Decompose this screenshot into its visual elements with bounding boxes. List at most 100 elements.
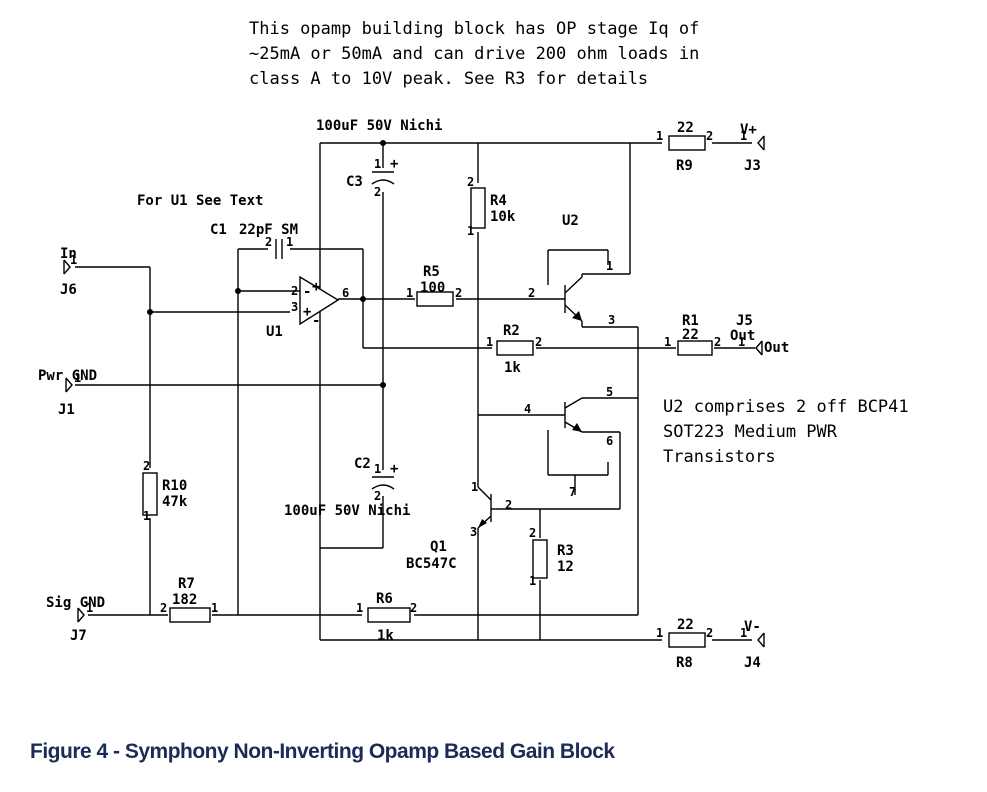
svg-text:2: 2 [505, 498, 512, 512]
q1-transistor: 1 2 3 Q1 BC547C [406, 480, 512, 572]
svg-text:6: 6 [606, 434, 613, 448]
c1-label: C1 [210, 222, 227, 238]
j5-net: Out [730, 328, 755, 344]
r4-label: R4 [490, 193, 507, 209]
svg-text:2: 2 [265, 235, 272, 249]
r1-resistor: 1 2 R1 22 [664, 313, 721, 356]
j5-connector: 1 J5 Out Out [730, 313, 789, 356]
r7-value: 182 [172, 592, 197, 608]
c1-value: 22pF SM [239, 222, 298, 238]
r6-resistor: 1 2 R6 1k [356, 591, 417, 644]
svg-text:+: + [312, 279, 320, 295]
u1-opamp: - + + - 2 3 6 U1 For U1 See Text [137, 193, 349, 340]
header-note-line-1: This opamp building block has OP stage I… [249, 19, 700, 39]
c2-value: 100uF 50V Nichi [284, 503, 410, 519]
r9-label: R9 [676, 158, 693, 174]
svg-text:2: 2 [529, 526, 536, 540]
svg-text:2: 2 [467, 175, 474, 189]
svg-text:1: 1 [486, 335, 493, 349]
svg-text:2: 2 [535, 335, 542, 349]
r5-label: R5 [423, 264, 440, 280]
svg-text:1: 1 [356, 601, 363, 615]
svg-text:4: 4 [524, 402, 531, 416]
svg-text:5: 5 [606, 385, 613, 399]
svg-text:1: 1 [211, 601, 218, 615]
u2-transistor-bottom: 4 5 6 7 [524, 385, 613, 499]
j5-label: J5 [736, 313, 753, 329]
r1-value: 22 [682, 327, 699, 343]
svg-text:1: 1 [471, 480, 478, 494]
header-note: This opamp building block has OP stage I… [249, 17, 699, 92]
svg-text:2: 2 [706, 626, 713, 640]
r10-resistor: 2 1 R10 47k [142, 459, 188, 523]
svg-text:1: 1 [143, 509, 150, 523]
u1-label: U1 [266, 324, 283, 340]
svg-text:1: 1 [656, 129, 663, 143]
j4-net: V- [744, 619, 761, 635]
r8-resistor: 1 2 22 R8 [656, 617, 713, 671]
svg-text:1: 1 [374, 157, 381, 171]
q1-value: BC547C [406, 556, 457, 572]
j3-net: V+ [740, 122, 757, 138]
svg-text:+: + [390, 156, 398, 172]
r5-value: 100 [420, 280, 445, 296]
svg-text:2: 2 [374, 185, 381, 199]
svg-text:3: 3 [291, 300, 298, 314]
u2-note-line-1: U2 comprises 2 off BCP41 [663, 397, 909, 417]
svg-text:1: 1 [374, 462, 381, 476]
j4-label: J4 [744, 655, 761, 671]
svg-text:6: 6 [342, 286, 349, 300]
j1-label: J1 [58, 402, 75, 418]
svg-text:1: 1 [664, 335, 671, 349]
q1-label: Q1 [430, 539, 447, 555]
u1-note: For U1 See Text [137, 193, 263, 209]
j7-connector: 1 Sig GND J7 [46, 595, 105, 644]
svg-text:3: 3 [608, 313, 615, 327]
c3-capacitor: 1 + 2 C3 100uF 50V Nichi [316, 118, 442, 199]
svg-text:3: 3 [470, 525, 477, 539]
r6-label: R6 [376, 591, 393, 607]
j6-net: In [60, 246, 77, 262]
r9-resistor: 1 2 22 R9 [656, 120, 713, 174]
u2-label: U2 [562, 213, 579, 229]
svg-text:1: 1 [529, 574, 536, 588]
r8-value: 22 [677, 617, 694, 633]
c3-label: C3 [346, 174, 363, 190]
j1-net: Pwr GND [38, 368, 97, 384]
r2-value: 1k [504, 360, 521, 376]
svg-text:1: 1 [286, 235, 293, 249]
svg-text:2: 2 [374, 489, 381, 503]
svg-text:1: 1 [738, 335, 745, 349]
svg-text:2: 2 [143, 459, 150, 473]
r7-label: R7 [178, 576, 195, 592]
r8-label: R8 [676, 655, 693, 671]
svg-text:2: 2 [410, 601, 417, 615]
u2-transistor-top: 1 2 3 U2 [528, 213, 615, 327]
svg-text:-: - [312, 313, 320, 329]
svg-text:1: 1 [656, 626, 663, 640]
svg-text:2: 2 [291, 284, 298, 298]
j3-connector: 1 V+ J3 [740, 122, 765, 174]
j6-label: J6 [60, 282, 77, 298]
r1-label: R1 [682, 313, 699, 329]
j1-connector: 1 Pwr GND J1 [38, 368, 97, 418]
svg-text:-: - [303, 284, 311, 300]
svg-text:2: 2 [455, 286, 462, 300]
svg-text:1: 1 [740, 626, 747, 640]
svg-text:1: 1 [86, 601, 93, 615]
j7-net: Sig GND [46, 595, 105, 611]
header-note-line-3: class A to 10V peak. See R3 for details [249, 69, 649, 89]
figure-caption: Figure 4 - Symphony Non-Inverting Opamp … [30, 740, 615, 763]
svg-text:2: 2 [706, 129, 713, 143]
r2-label: R2 [503, 323, 520, 339]
r6-value: 1k [377, 628, 394, 644]
svg-text:1: 1 [606, 259, 613, 273]
svg-text:2: 2 [160, 601, 167, 615]
j6-connector: 1 In J6 [60, 246, 77, 298]
r2-resistor: 1 2 R2 1k [486, 323, 542, 376]
svg-text:1: 1 [467, 224, 474, 238]
r7-resistor: 2 1 R7 182 [160, 576, 218, 623]
r3-value: 12 [557, 559, 574, 575]
